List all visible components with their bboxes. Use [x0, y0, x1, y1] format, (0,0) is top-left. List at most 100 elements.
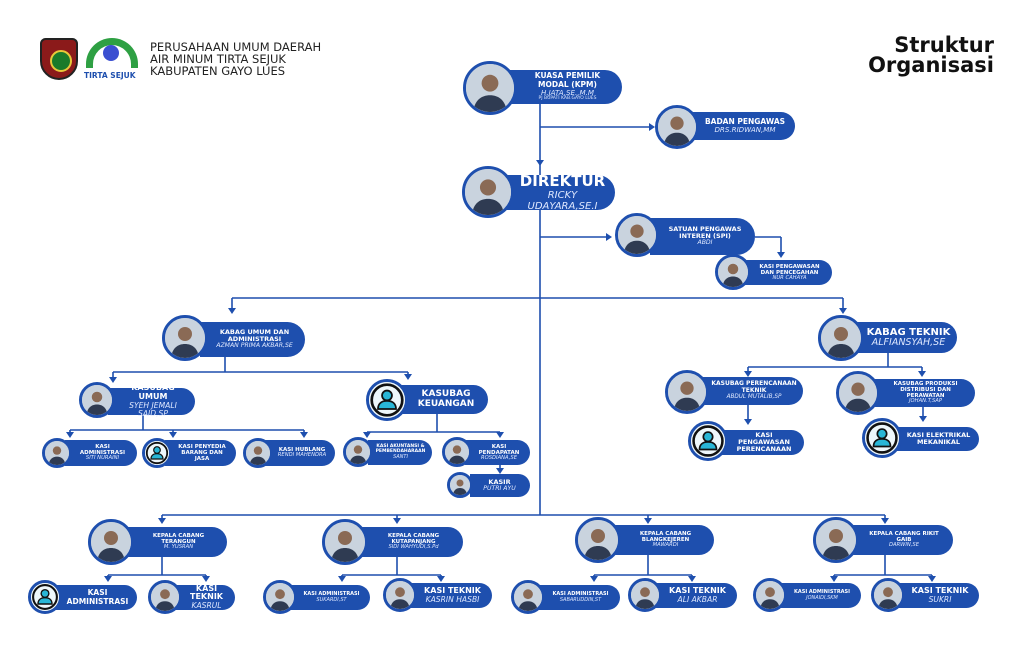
person-placeholder-icon	[862, 418, 902, 458]
node-person-name: KASRIN HASBI	[425, 594, 480, 604]
person-photo	[665, 370, 709, 414]
node-person-name: SUKARDI,ST	[316, 596, 347, 603]
node-person-name: SUKRI	[928, 594, 952, 604]
person-photo	[383, 578, 417, 612]
node-person-name: RENDI MAHENDRA	[277, 452, 327, 459]
node-title: KASUBAG UMUM	[131, 383, 175, 402]
person-photo	[813, 517, 859, 563]
node-label-box: SATUAN PENGAWAS INTEREN (SPI)ABDI	[650, 218, 755, 255]
arrow-head	[606, 233, 612, 241]
person-photo	[871, 578, 905, 612]
arrow-head	[839, 308, 847, 314]
person-placeholder-icon	[366, 379, 408, 421]
node-person-name: SYEH JEMALI SAID,SP	[129, 400, 177, 419]
node-title: DIREKTUR	[519, 172, 606, 191]
node-title: BADAN PENGAWAS	[704, 116, 786, 126]
node-title: KASI ADMINISTRASI	[303, 591, 360, 597]
person-photo	[818, 315, 864, 361]
node-person-name: ALFIANSYAH,SE	[871, 336, 946, 348]
arrow-head	[744, 371, 752, 377]
person-photo	[655, 105, 699, 149]
node-title: KASI HUBLANG	[278, 447, 326, 454]
node-title: KASI PENYEDIA BARANG DAN JASA	[178, 443, 226, 463]
person-photo	[615, 213, 659, 257]
node-person-name: ABDI	[697, 239, 713, 247]
person-photo	[462, 166, 514, 218]
node-title: KASUBAG PERENCANAAN TEKNIK	[711, 380, 797, 394]
node-title: KEPALA CABANG RIKIT GAIB	[869, 531, 939, 544]
person-photo	[575, 517, 621, 563]
person-photo	[79, 382, 115, 418]
node-person-name: MAWARDI	[652, 542, 679, 549]
node-title: KASI TEKNIK	[911, 585, 969, 595]
node-title: KEPALA CABANG KUTAPANJANG	[387, 533, 440, 546]
person-photo	[148, 580, 182, 614]
page-title: Struktur Organisasi	[868, 33, 994, 77]
node-person-name: NUR CAHAYA	[772, 274, 807, 281]
node-label-box: KASI ELEKTRIKAL MEKANIKAL	[895, 427, 979, 451]
node-subtitle: PJ BUPATI KAB.GAYO LUES	[538, 95, 597, 101]
node-title: KASI PENDAPATAN	[478, 443, 520, 456]
node-title: KASIR	[488, 477, 511, 486]
person-photo	[463, 61, 517, 115]
arrow-head	[918, 371, 926, 377]
person-photo	[715, 254, 751, 290]
arrow-head	[109, 377, 117, 383]
organization-name: PERUSAHAAN UMUM DAERAH AIR MINUM TIRTA S…	[150, 39, 322, 79]
person-photo	[243, 438, 273, 468]
node-person-name: AZMAN PRIMA AKBAR,SE	[216, 342, 293, 350]
node-title: SATUAN PENGAWAS INTEREN (SPI)	[668, 224, 742, 241]
arrow-head	[777, 252, 785, 258]
node-person-name: H.JATA,SE.,M.M	[540, 87, 595, 97]
arrow-head	[496, 432, 504, 438]
node-person-name: RICKY UDAYARA,SE.I	[527, 189, 598, 212]
arrow-head	[644, 518, 652, 524]
arrow-head	[830, 576, 838, 582]
person-photo	[442, 437, 472, 467]
arrow-head	[928, 576, 936, 582]
node-person-name: M. YUSRAN	[163, 544, 194, 551]
node-person-name: JONAIDI,SKM	[806, 594, 838, 601]
node-title: KEPALA CABANG BLANGKEJEREN	[639, 531, 692, 544]
header: TIRTA SEJUK PERUSAHAAN UMUM DAERAH AIR M…	[40, 38, 321, 80]
arrow-head	[300, 432, 308, 438]
person-placeholder-icon	[688, 421, 728, 461]
node-title: KASI ADMINISTRASI	[793, 589, 851, 595]
arrow-head	[393, 518, 401, 524]
node-title: KASI ADMINISTRASI	[552, 591, 609, 597]
node-person-name: ALI AKBAR	[677, 594, 718, 604]
node-person-name: SANTI	[393, 453, 408, 460]
node-label-box: KASUBAG PRODUKSI DISTRIBUSI DAN PERAWATA…	[870, 379, 975, 407]
node-person-name: ROSDIANA,SE	[480, 454, 517, 461]
arrow-head	[590, 576, 598, 582]
person-photo	[263, 580, 297, 614]
person-photo	[836, 371, 880, 415]
arrow-head	[649, 123, 655, 131]
arrow-head	[228, 308, 236, 314]
arrow-head	[744, 419, 752, 425]
node-title: KABAG TEKNIK	[866, 326, 951, 338]
node-person-name: JOHAN.T,SAP	[909, 398, 942, 405]
node-title: KASI PENGAWASAN PERENCANAAN	[736, 430, 792, 454]
node-label-box: KASI ADMINISTRASI	[55, 585, 137, 610]
arrow-head	[437, 576, 445, 582]
node-label-box: KASI PENYEDIA BARANG DAN JASA	[165, 440, 236, 466]
